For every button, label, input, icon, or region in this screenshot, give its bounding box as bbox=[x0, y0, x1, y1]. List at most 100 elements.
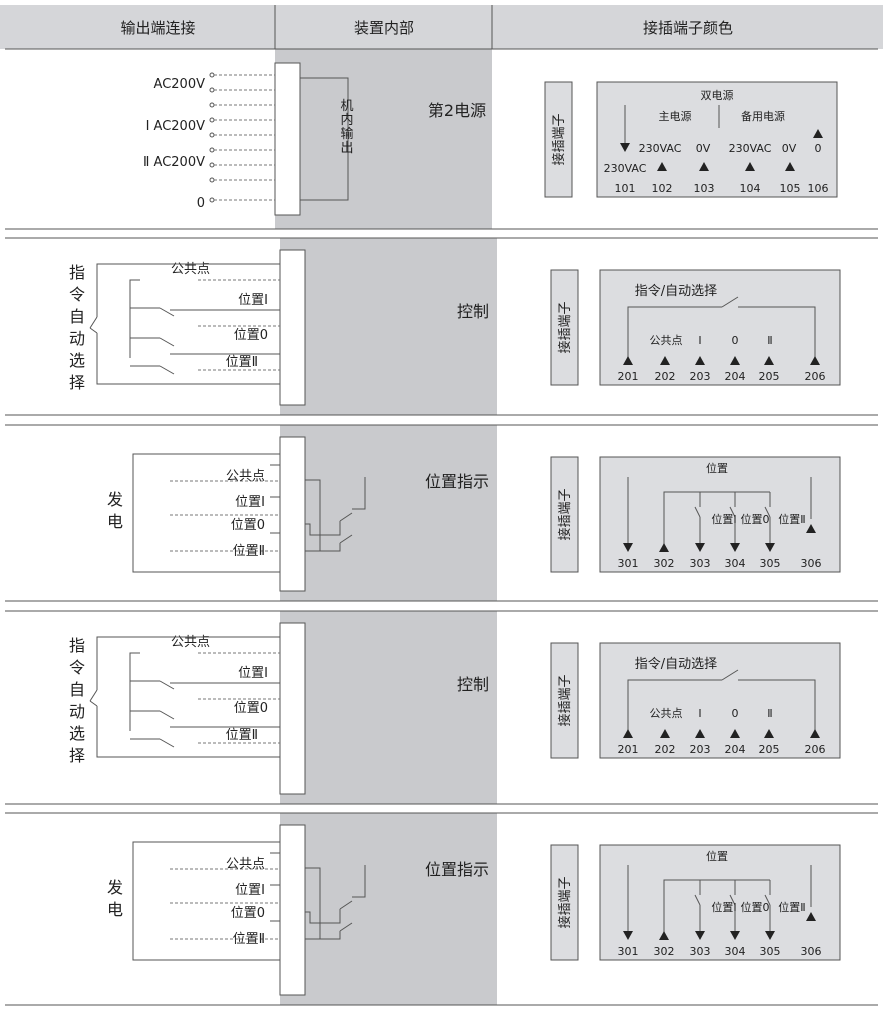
selector-switch bbox=[89, 316, 98, 329]
socket-label-box bbox=[550, 844, 579, 961]
box-title: 指令/自动选择 bbox=[635, 657, 717, 672]
side-label-char: 指 bbox=[69, 636, 85, 655]
box-sublabel: 主电源 bbox=[659, 109, 692, 123]
contact-switch bbox=[159, 307, 175, 317]
inner-title: 位置指示 bbox=[425, 472, 489, 491]
terminal-marker bbox=[623, 356, 633, 365]
left-label: 位置Ⅰ bbox=[235, 883, 265, 898]
left-label: 位置Ⅰ bbox=[235, 495, 265, 510]
terminal-number: 306 bbox=[801, 945, 822, 958]
terminal-306-marker bbox=[806, 912, 816, 921]
position-arrow bbox=[730, 931, 740, 940]
box-mid-label: 位置0 bbox=[741, 900, 770, 914]
box-mid-label: 0 bbox=[732, 334, 739, 347]
connector-block bbox=[279, 249, 306, 406]
terminal-dot bbox=[209, 87, 215, 93]
position-switch bbox=[694, 506, 701, 518]
terminal-number: 202 bbox=[655, 743, 676, 756]
side-label-char: 电 bbox=[107, 900, 123, 919]
selector-switch bbox=[89, 700, 98, 707]
terminal-box bbox=[596, 81, 838, 198]
terminal-dot bbox=[209, 177, 215, 183]
terminal-number: 203 bbox=[690, 370, 711, 383]
side-label-char: 发 bbox=[107, 490, 123, 509]
internal-wire bbox=[352, 477, 366, 510]
position-switch bbox=[729, 506, 736, 518]
position-arrow bbox=[695, 543, 705, 552]
terminal-number: 204 bbox=[725, 370, 746, 383]
terminal-box bbox=[599, 844, 841, 961]
terminal-marker bbox=[810, 356, 820, 365]
terminal-number: 202 bbox=[655, 370, 676, 383]
internal-wire bbox=[305, 521, 341, 536]
socket-label-box bbox=[550, 456, 579, 573]
terminal-marker bbox=[764, 356, 774, 365]
terminal-number: 206 bbox=[805, 370, 826, 383]
vertical-label-char: 内 bbox=[340, 112, 353, 128]
internal-panel-bg bbox=[275, 49, 492, 229]
box-mid-label: 0 bbox=[815, 142, 822, 155]
side-label-char: 指 bbox=[69, 263, 85, 282]
inner-title: 控制 bbox=[457, 302, 489, 321]
connector-block bbox=[279, 824, 306, 996]
terminal-number: 302 bbox=[654, 557, 675, 570]
terminal-marker bbox=[623, 729, 633, 738]
left-label: 公共点 bbox=[171, 635, 210, 650]
box-title: 指令/自动选择 bbox=[635, 284, 717, 299]
box-mid-label: 0V bbox=[782, 142, 797, 155]
terminal-marker bbox=[764, 729, 774, 738]
internal-wire bbox=[352, 865, 366, 898]
side-label-char: 发 bbox=[107, 878, 123, 897]
selector-switch bbox=[721, 669, 739, 681]
socket-label-text: 接插端子 bbox=[557, 876, 573, 928]
side-label-char: 电 bbox=[107, 512, 123, 531]
left-label: Ⅰ AC200V bbox=[146, 119, 206, 134]
left-label: 0 bbox=[197, 196, 205, 211]
terminal-number: 201 bbox=[618, 370, 639, 383]
selector-wire bbox=[627, 679, 722, 738]
left-label: 位置Ⅱ bbox=[226, 355, 258, 370]
contact-wire bbox=[129, 279, 140, 358]
arrow-101 bbox=[620, 143, 630, 152]
left-label: 位置Ⅱ bbox=[233, 932, 265, 947]
terminal-number: 201 bbox=[618, 743, 639, 756]
terminal-marker bbox=[695, 729, 705, 738]
terminal-number: 204 bbox=[725, 743, 746, 756]
vertical-label-char: 出 bbox=[340, 141, 353, 156]
box-mid-label: Ⅱ bbox=[767, 334, 772, 347]
left-label: 位置Ⅱ bbox=[226, 728, 258, 743]
terminal-box bbox=[599, 269, 841, 386]
connector-block bbox=[274, 62, 301, 216]
socket-label-text: 接插端子 bbox=[557, 488, 573, 540]
contact-wire bbox=[129, 652, 140, 731]
box-title: 双电源 bbox=[701, 88, 734, 102]
inner-title: 第2电源 bbox=[428, 101, 486, 120]
internal-wire bbox=[305, 867, 321, 940]
terminal-box bbox=[599, 642, 841, 759]
socket-label-text: 接插端子 bbox=[551, 113, 567, 165]
internal-wire bbox=[305, 479, 321, 552]
left-label: 位置0 bbox=[231, 518, 265, 533]
terminal-dot bbox=[209, 72, 215, 78]
loop-wire bbox=[132, 841, 280, 961]
selector-wire bbox=[738, 679, 816, 738]
side-label-char: 动 bbox=[69, 329, 85, 348]
background-layer: 输出端连接装置内部接插端子颜色 bbox=[0, 5, 883, 1006]
box-mid-label: 位置Ⅱ bbox=[778, 512, 805, 526]
connector-block bbox=[279, 436, 306, 592]
position-switch bbox=[764, 894, 771, 906]
internal-wire bbox=[320, 543, 341, 552]
left-label: 位置0 bbox=[234, 328, 268, 343]
position-switch bbox=[729, 894, 736, 906]
terminal-number: 105 bbox=[780, 182, 801, 195]
internal-panel-bg bbox=[280, 238, 497, 415]
terminal-106-marker bbox=[813, 129, 823, 138]
terminal-marker bbox=[745, 162, 755, 171]
box-mid-label: 0V bbox=[696, 142, 711, 155]
selector-wire bbox=[96, 636, 280, 690]
box-mid-label: 230VAC bbox=[729, 142, 772, 155]
internal-panel-bg bbox=[280, 611, 497, 804]
contact-switch bbox=[159, 710, 175, 720]
